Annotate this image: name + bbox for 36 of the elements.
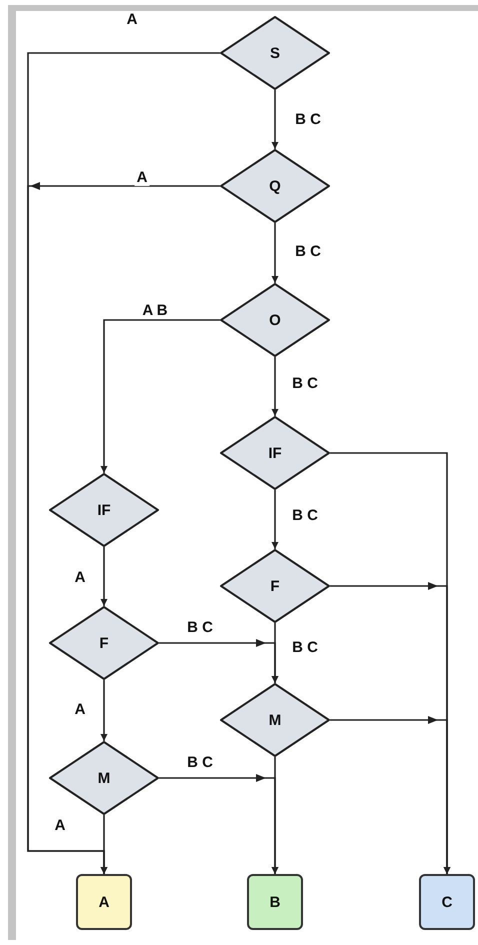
flow-arrow [159,777,278,874]
node-label: B [270,894,280,910]
decision-diamond [220,16,330,90]
node-label: S [270,44,280,62]
node-label: O [269,312,281,328]
result-box [419,874,475,930]
flow-arrow [100,680,108,741]
edge-label: A [134,170,150,186]
flow-arrow [272,490,278,549]
decision-diamond [220,683,330,757]
flow-arrow [272,357,278,416]
decision-diamond [220,149,330,223]
flow-arrow [159,642,278,683]
result-box [247,874,303,930]
flow-arrow [100,319,220,473]
node-label: M [268,712,282,728]
node-label: Q [269,178,281,194]
node-label: F [99,634,109,652]
flow-arrow [272,90,278,149]
node-label: IF [97,502,111,518]
node-label: A [98,894,110,910]
decision-diamond [49,741,159,815]
decision-diamond [49,606,159,680]
node-label: IF [268,444,282,462]
decision-diamond [220,416,330,490]
flow-arrow [330,719,450,874]
decision-diamond [49,473,159,547]
flow-arrow [100,547,108,606]
node-label: C [442,894,452,910]
node-label: M [98,770,110,786]
flow-arrow [272,223,278,283]
decision-diamond [220,283,330,357]
decision-diamond [220,549,330,623]
flow-arrow [100,815,108,874]
result-box [76,874,132,930]
node-label: F [270,578,280,594]
